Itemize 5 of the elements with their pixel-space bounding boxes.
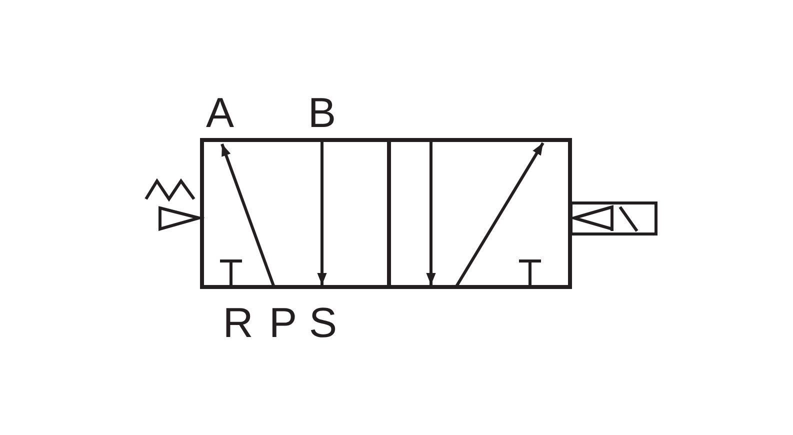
port-label: R: [222, 302, 254, 344]
port-label: S: [309, 302, 337, 344]
port-label: B: [308, 92, 336, 134]
port-label: P: [269, 302, 297, 344]
port-label: A: [206, 92, 234, 134]
